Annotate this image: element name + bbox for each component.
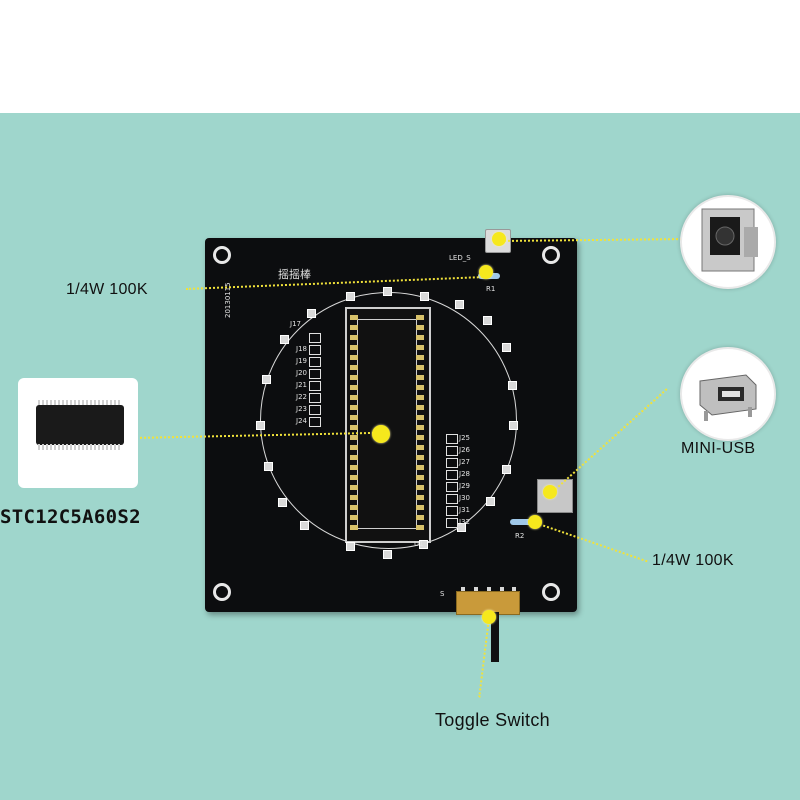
callout-dot-toggle-switch [482,610,496,624]
silk-header-label: J28 [459,470,470,478]
label-resistor-top: 1/4W 100K [66,281,148,298]
led-pad [278,498,287,507]
socket-pins-left [350,315,358,535]
led-pad [419,540,428,549]
led-pad [383,550,392,559]
silk-header-label: J23 [296,405,307,413]
header-pad [309,369,321,379]
chip-legs-bottom [38,444,122,450]
label-mini-usb: MINI-USB [681,440,756,457]
label-resistor-right: 1/4W 100K [652,552,734,569]
ic-socket [345,307,431,543]
callout-dot-ir-receiver [492,232,506,246]
led-pad [300,521,309,530]
silk-switch: S [440,590,445,598]
silk-header-label: J30 [459,494,470,502]
header-pad [309,393,321,403]
mounting-hole [542,583,560,601]
label-mcu: STC12C5A60S2 [0,506,141,528]
header-pad [309,405,321,415]
silk-u1: U1 [414,540,424,548]
header-pad [446,446,458,456]
led-pad [346,292,355,301]
socket-pins-right [416,315,424,535]
led-pad [455,300,464,309]
led-pad [508,381,517,390]
header-pad [446,482,458,492]
silk-header-label: J20 [296,369,307,377]
silk-cn-title: 摇摇棒 [278,268,311,281]
header-pad [309,417,321,427]
silk-header-label: J21 [296,381,307,389]
mini-usb-inset [680,347,776,441]
silk-header-label: J22 [296,393,307,401]
callout-dot-mcu [372,425,390,443]
header-pad [446,470,458,480]
toggle-switch-lever [491,612,499,662]
silk-header-label: J27 [459,458,470,466]
led-pad [502,343,511,352]
dip-chip-icon [36,405,124,445]
callout-dot-resistor-top [479,265,493,279]
led-pad [486,497,495,506]
led-pad [509,421,518,430]
label-toggle-switch: Toggle Switch [435,710,550,730]
callout-dot-mini-usb [543,485,557,499]
ir-receiver-inset [680,195,776,289]
chip-legs-top [38,400,122,406]
silk-header-label: J18 [296,345,307,353]
led-pad [502,465,511,474]
silk-r2: R2 [515,532,525,540]
led-pad [383,287,392,296]
silk-header-label: J24 [296,417,307,425]
mcu-chip-photo [18,378,138,488]
led-pad [483,316,492,325]
led-pad [420,292,429,301]
header-pad [309,381,321,391]
mounting-hole [213,246,231,264]
header-pad [309,333,321,343]
header-pad [446,518,458,528]
callout-dot-resistor-right [528,515,542,529]
header-pad [446,494,458,504]
silk-r1: R1 [486,285,496,293]
header-pad [446,506,458,516]
mini-usb-connector-icon [699,374,757,421]
led-pad [307,309,316,318]
led-pad [280,335,289,344]
silk-header-label: J29 [459,482,470,490]
silk-header-label: J31 [459,506,470,514]
led-pad [264,462,273,471]
header-pad [446,458,458,468]
ic-socket-window [357,319,417,529]
mounting-hole [542,246,560,264]
silk-header-label: J32 [459,518,470,526]
led-pad [346,542,355,551]
resistor-r2 [510,519,532,525]
header-pad [309,345,321,355]
header-pad [309,357,321,367]
led-pad [262,375,271,384]
mounting-hole [213,583,231,601]
header-pad [446,434,458,444]
silk-header-label: J17 [290,320,301,328]
led-pad [256,421,265,430]
silk-header-label: J26 [459,446,470,454]
silk-led-label: LED_S [449,254,471,262]
silk-header-label: J25 [459,434,470,442]
silk-header-label: J19 [296,357,307,365]
ir-receiver-icon [701,208,758,272]
